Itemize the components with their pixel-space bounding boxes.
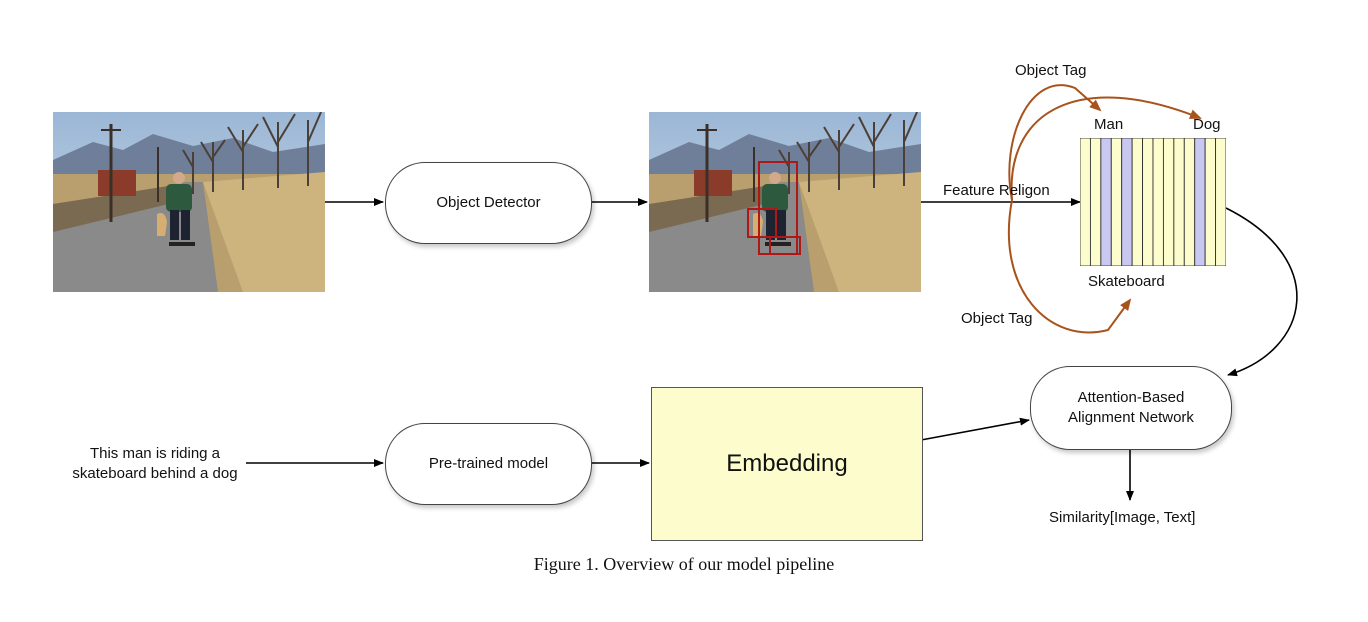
input-sentence: This man is riding a skateboard behind a… bbox=[62, 444, 248, 484]
feature-grid-columns bbox=[1079, 137, 1227, 267]
figure-caption: Figure 1. Overview of our model pipeline bbox=[533, 554, 835, 574]
feature-column bbox=[1131, 137, 1144, 267]
tag-arrow-man bbox=[1008, 84, 1102, 201]
similarity-label: Similarity[Image, Text] bbox=[1049, 509, 1196, 526]
feature-column bbox=[1152, 137, 1164, 267]
tag-arrow-dog bbox=[1010, 96, 1202, 201]
object-detector-label: Object Detector bbox=[436, 193, 541, 211]
feature-column bbox=[1173, 137, 1185, 267]
arrow-grid-to-alignment bbox=[1225, 207, 1298, 377]
object-tag-label-top: Object Tag bbox=[1015, 62, 1087, 79]
scene-illustration-detected bbox=[649, 112, 921, 292]
arrow-embedding-to-alignment bbox=[920, 417, 1030, 441]
feature-column bbox=[1089, 137, 1102, 267]
feature-column bbox=[1121, 137, 1133, 267]
feature-column bbox=[1162, 137, 1175, 267]
detection-box-skateboard bbox=[769, 236, 801, 255]
feature-column bbox=[1142, 137, 1154, 267]
feature-column bbox=[1204, 137, 1217, 267]
dog-label: Dog bbox=[1193, 116, 1221, 133]
alignment-network-node: Attention-Based Alignment Network bbox=[1030, 366, 1232, 450]
alignment-label-line1: Attention-Based bbox=[1077, 388, 1185, 406]
detection-box-dog bbox=[747, 208, 777, 238]
skateboard-label: Skateboard bbox=[1088, 273, 1165, 290]
pretrained-model-label: Pre-trained model bbox=[428, 454, 549, 472]
feature-column bbox=[1100, 137, 1112, 267]
feature-column bbox=[1194, 137, 1206, 267]
scene-illustration bbox=[53, 112, 325, 292]
feature-religon-label: Feature Religon bbox=[943, 182, 1050, 199]
embedding-label: Embedding bbox=[726, 450, 848, 477]
feature-column bbox=[1079, 137, 1091, 267]
object-tag-label-bottom: Object Tag bbox=[961, 310, 1033, 327]
sentence-line1: This man is riding a bbox=[89, 445, 221, 462]
detected-photo bbox=[649, 112, 921, 292]
feature-column bbox=[1215, 137, 1227, 267]
input-photo bbox=[53, 112, 325, 292]
man-label: Man bbox=[1094, 116, 1124, 133]
object-detector-node: Object Detector bbox=[385, 162, 592, 244]
pretrained-model-node: Pre-trained model bbox=[385, 423, 592, 505]
embedding-node: Embedding bbox=[651, 387, 923, 541]
feature-grid bbox=[1079, 137, 1227, 267]
sentence-line2: skateboard behind a dog bbox=[72, 465, 238, 482]
tag-arrow-skateboard bbox=[1007, 199, 1132, 334]
feature-column bbox=[1183, 137, 1196, 267]
feature-column bbox=[1110, 137, 1123, 267]
alignment-label-line2: Alignment Network bbox=[1068, 409, 1194, 426]
